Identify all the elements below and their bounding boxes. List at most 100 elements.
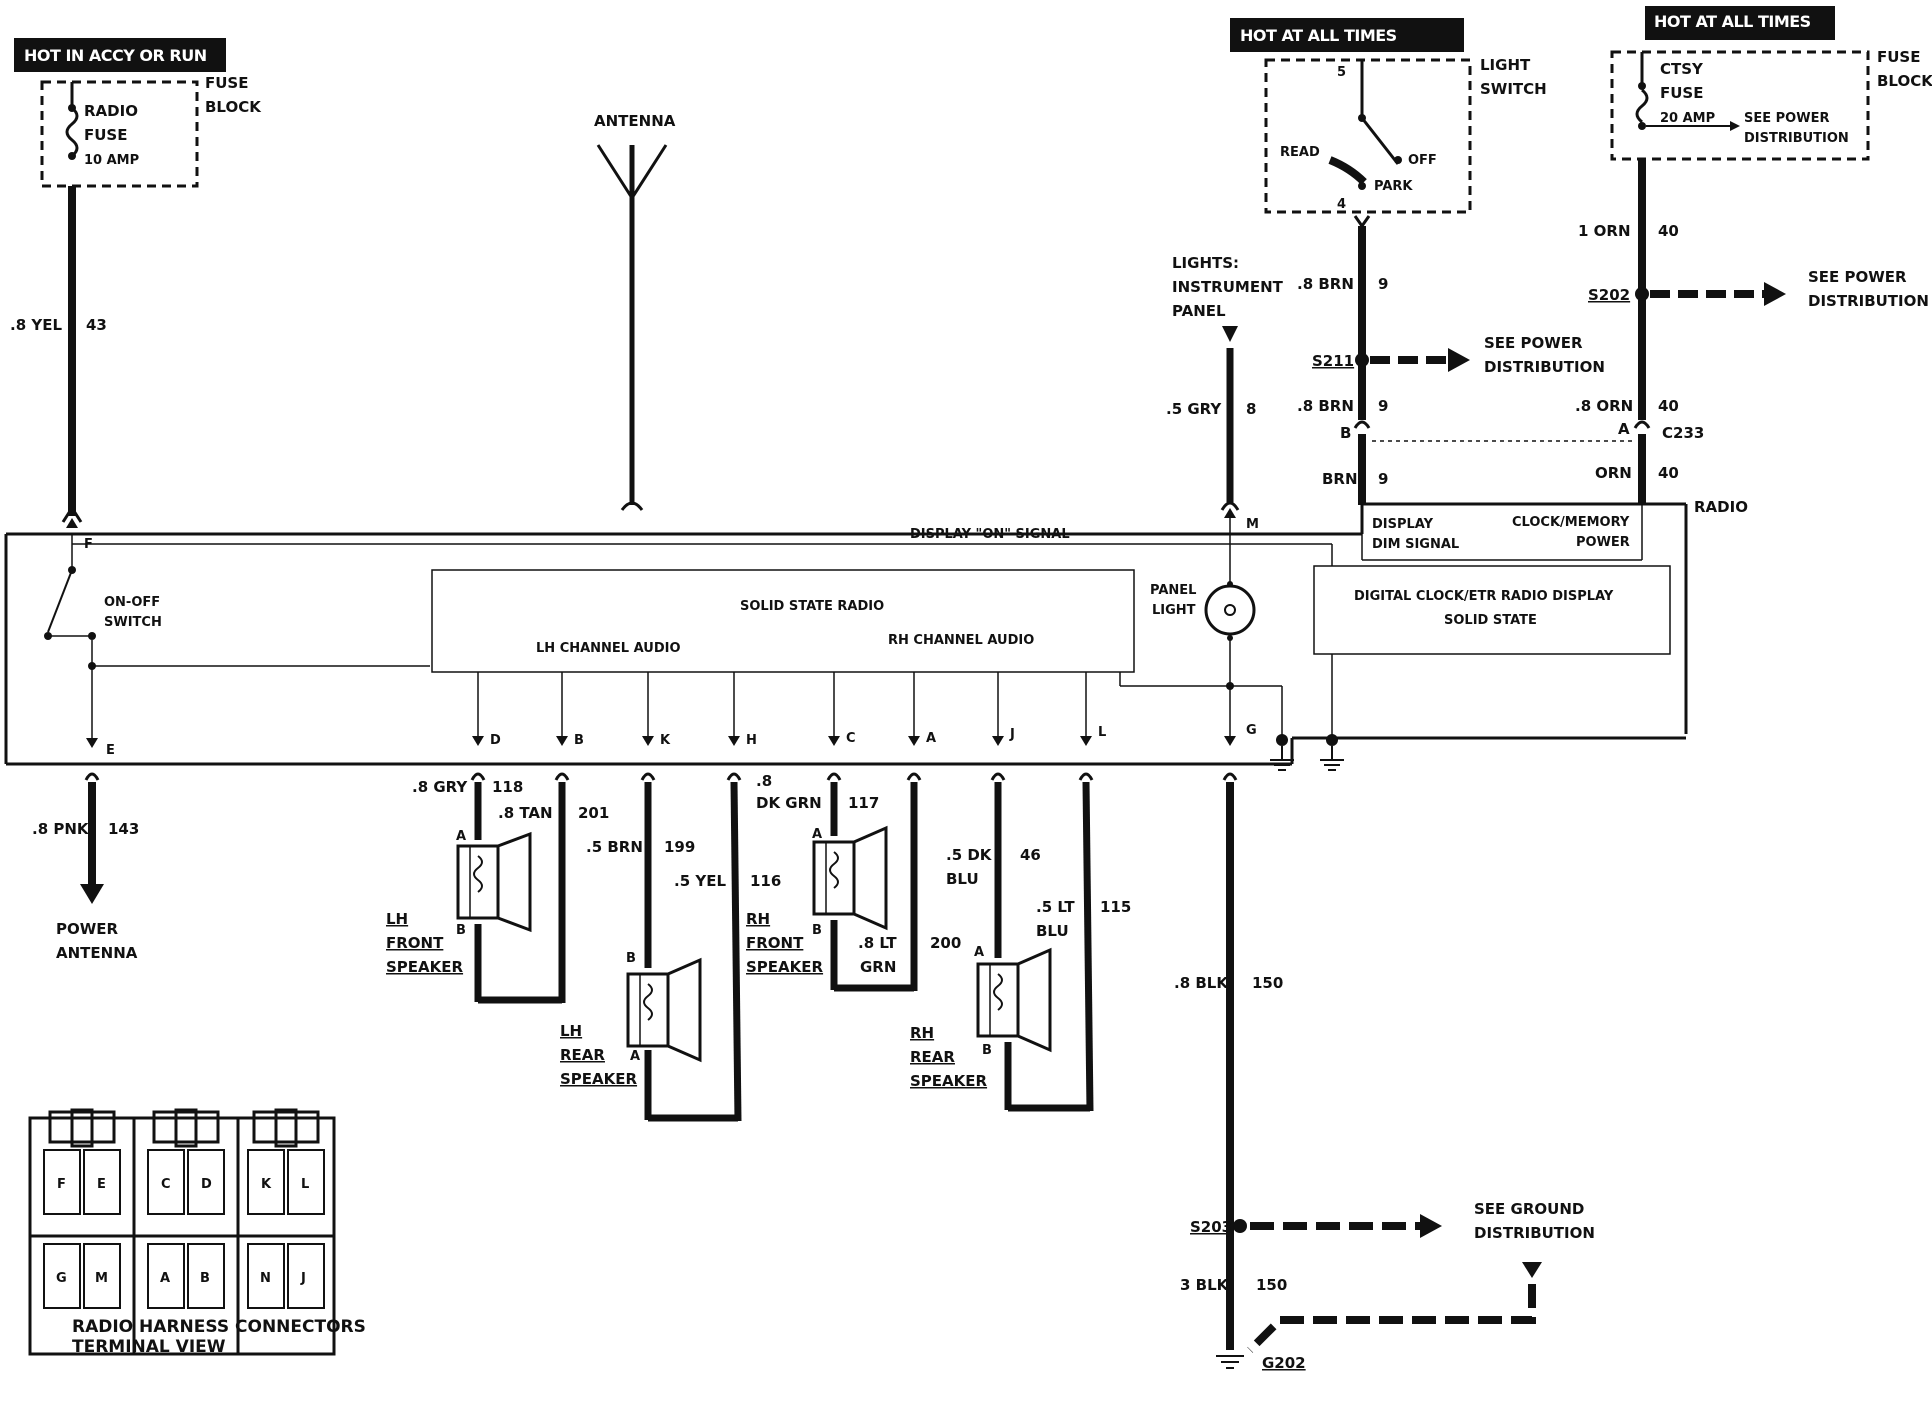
wire-ltblu-circuit: 115: [1100, 898, 1131, 916]
wire-ltgrn-label-2: GRN: [860, 958, 896, 976]
solid-state-radio-label: SOLID STATE RADIO: [740, 599, 884, 614]
pin-a: A: [926, 731, 936, 746]
wire-orn3-circuit: 40: [1658, 464, 1679, 482]
wire-gry8-circuit: 118: [492, 778, 523, 796]
ctsy-fuse-name: CTSY: [1660, 60, 1704, 78]
antenna: ANTENNA: [594, 112, 676, 511]
light-switch-off: OFF: [1408, 153, 1437, 168]
wire-dkgrn-circuit: 117: [848, 794, 879, 812]
wire-yel-circuit: 43: [86, 316, 107, 334]
lh-rear-label-3: SPEAKER: [560, 1070, 638, 1088]
panel-light-label-2: LIGHT: [1152, 603, 1196, 618]
digital-clock-label-1: DIGITAL CLOCK/ETR RADIO DISPLAY: [1354, 589, 1614, 604]
wire-brn1-circuit: 9: [1378, 275, 1388, 293]
wire-tan-circuit: 201: [578, 804, 609, 822]
wire-orn2-label: .8 ORN: [1575, 397, 1633, 415]
radio-pins: F E D B K H C A J L G M: [66, 508, 1259, 758]
lh-front-term-b: B: [456, 923, 466, 938]
ctsy-fuse-rating: 20 AMP: [1660, 111, 1715, 126]
light-switch-read: READ: [1280, 145, 1320, 160]
wire-brn2-label: .8 BRN: [1297, 397, 1354, 415]
fuse-block-label-2: BLOCK: [205, 98, 262, 116]
c233-label: C233: [1662, 424, 1704, 442]
radio-unit: RADIO DISPLAY "ON" SIGNAL ON-OFF SWITCH …: [4, 498, 1748, 771]
wire-orn2-circuit: 40: [1658, 397, 1679, 415]
s203-see-ground-2: DISTRIBUTION: [1474, 1224, 1595, 1242]
s202-see-power-2: DISTRIBUTION: [1808, 292, 1929, 310]
wire-brn5-circuit: 199: [664, 838, 695, 856]
rh-front-term-b: B: [812, 923, 822, 938]
radio-fuse-name-2: FUSE: [84, 126, 127, 144]
rh-front-term-a: A: [812, 827, 822, 842]
wire-blk3-circuit: 150: [1256, 1276, 1287, 1294]
light-switch-pin-4: 4: [1337, 197, 1346, 212]
lh-rear-term-a: A: [630, 1049, 640, 1064]
connector-pin-n: N: [260, 1271, 271, 1286]
s211-see-power-1: SEE POWER: [1484, 334, 1583, 352]
connector-pin-l: L: [301, 1177, 309, 1192]
wire-blk3-label: 3 BLK: [1180, 1276, 1230, 1294]
wire-yel5-label: .5 YEL: [674, 872, 726, 890]
pin-g: G: [1246, 723, 1257, 738]
wire-orn1-label: 1 ORN: [1578, 222, 1631, 240]
connector-title-1: RADIO HARNESS CONNECTORS: [72, 1317, 366, 1337]
lh-front-label-3: SPEAKER: [386, 958, 464, 976]
splice-s211-label: S211: [1312, 352, 1354, 370]
lh-front-label-2: FRONT: [386, 934, 444, 952]
ctsy-see-power-1: SEE POWER: [1744, 111, 1829, 126]
wire-brn2-circuit: 9: [1378, 397, 1388, 415]
yel-feed-wire: .8 YEL 43: [10, 186, 107, 523]
wire-yel5-circuit: 116: [750, 872, 781, 890]
fuse-block-right-label-1: FUSE: [1877, 48, 1920, 66]
connector-title-2: TERMINAL VIEW: [72, 1337, 226, 1357]
rh-front-label-1: RH: [746, 910, 770, 928]
pin-h: H: [746, 733, 757, 748]
s211-see-power-2: DISTRIBUTION: [1484, 358, 1605, 376]
wire-ltblu-label-1: .5 LT: [1036, 898, 1075, 916]
ground-circuit: .8 BLK 150 S203 SEE GROUND DISTRIBUTION …: [1174, 772, 1595, 1372]
pin-j: J: [1009, 727, 1015, 742]
wire-dkblu-label-2: BLU: [946, 870, 979, 888]
pin-k: K: [660, 733, 671, 748]
clock-memory-label-2: POWER: [1576, 535, 1630, 550]
wire-gry-circuit: 8: [1246, 400, 1256, 418]
wire-brn3-label: BRN: [1322, 470, 1358, 488]
on-off-switch-label-2: SWITCH: [104, 615, 162, 630]
on-off-switch-label-1: ON-OFF: [104, 595, 160, 610]
c233-pin-b: B: [1340, 424, 1351, 442]
wire-pnk-label: .8 PNK: [32, 820, 90, 838]
ground-g202-label: G202: [1262, 1354, 1306, 1372]
lh-front-label-1: LH: [386, 910, 408, 928]
connector-pin-m: M: [95, 1271, 108, 1286]
light-switch: HOT AT ALL TIMES LIGHT SWITCH 5 4 READ O…: [1230, 18, 1547, 214]
rh-rear-term-a: A: [974, 945, 984, 960]
lh-front-speaker: .8 GRY 118 .8 TAN 201 A B LH FRONT SPEAK…: [386, 772, 609, 1004]
radio-fuse-rating: 10 AMP: [84, 153, 139, 168]
hot-at-all-times-banner-2: HOT AT ALL TIMES: [1654, 12, 1811, 31]
rh-front-label-2: FRONT: [746, 934, 804, 952]
wire-dkblu-circuit: 46: [1020, 846, 1041, 864]
wire-orn1-circuit: 40: [1658, 222, 1679, 240]
connector-pin-g: G: [56, 1271, 67, 1286]
radio-fuse-name: RADIO: [84, 102, 138, 120]
light-switch-label-2: SWITCH: [1480, 80, 1547, 98]
connector-pin-c: C: [161, 1177, 171, 1192]
brn-wire: .8 BRN 9 .8 BRN 9 BRN 9 S211 SEE POWER D…: [1297, 215, 1605, 505]
lh-rear-term-b: B: [626, 951, 636, 966]
display-dim-label-1: DISPLAY: [1372, 517, 1434, 532]
connector-pin-b: B: [200, 1271, 210, 1286]
wire-tan-label: .8 TAN: [498, 804, 553, 822]
lh-rear-speaker: .5 BRN 199 .5 YEL 116 B A LH REAR SPEAKE…: [560, 772, 781, 1122]
wire-dkgrn-label-1: .8: [756, 772, 772, 790]
wire-dkblu-label-1: .5 DK: [946, 846, 993, 864]
digital-clock-label-2: SOLID STATE: [1444, 613, 1537, 628]
power-antenna-label-2: ANTENNA: [56, 944, 138, 962]
lh-front-term-a: A: [456, 829, 466, 844]
lights-ip-label-1: LIGHTS:: [1172, 254, 1239, 272]
connector-pin-f: F: [57, 1177, 66, 1192]
display-dim-label-2: DIM SIGNAL: [1372, 537, 1459, 552]
rh-front-label-3: SPEAKER: [746, 958, 824, 976]
lh-channel-audio-label: LH CHANNEL AUDIO: [536, 641, 681, 656]
s203-see-ground-1: SEE GROUND: [1474, 1200, 1584, 1218]
connector-pin-a: A: [160, 1271, 170, 1286]
